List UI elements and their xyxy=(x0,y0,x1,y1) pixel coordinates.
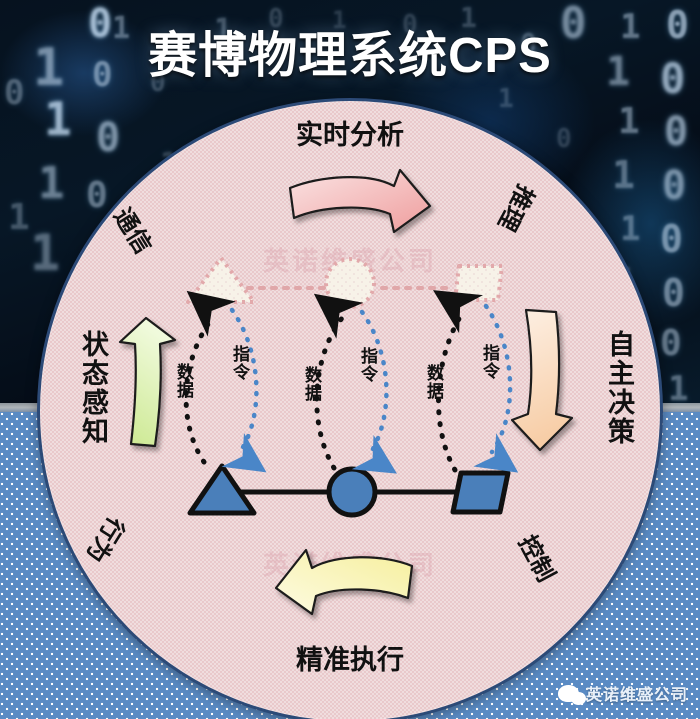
edge-label-data-2: 数据 xyxy=(302,366,321,402)
edge-label-command-3: 指令 xyxy=(480,344,499,380)
edge-label-command-1: 指令 xyxy=(230,345,249,381)
arrow-precise-execution xyxy=(274,548,414,616)
arrow-real-time-analysis xyxy=(288,168,432,234)
edge-label-data-1: 数据 xyxy=(174,363,193,399)
cyber-shape-circle xyxy=(324,257,376,309)
label-state-sensing: 状态感知 xyxy=(78,330,108,446)
physical-shape-circle xyxy=(326,466,378,518)
arrow-state-sensing xyxy=(118,316,177,448)
physical-shape-parallelogram xyxy=(450,470,511,515)
cyber-shape-triangle xyxy=(186,256,256,304)
physical-shape-triangle xyxy=(187,463,257,516)
label-autonomous-decision: 自主决策 xyxy=(604,330,634,446)
cyber-shape-parallelogram xyxy=(453,264,504,302)
command-arrows xyxy=(221,303,519,474)
watermark: 英诺维盛公司 xyxy=(557,681,688,705)
label-precise-execution: 精准执行 xyxy=(296,645,404,675)
arrow-autonomous-decision xyxy=(510,308,574,452)
page-title: 赛博物理系统CPS xyxy=(148,29,552,83)
edge-label-command-2: 指令 xyxy=(358,347,377,383)
wechat-icon xyxy=(557,684,586,705)
label-real-time-analysis: 实时分析 xyxy=(296,120,404,150)
watermark-text: 英诺维盛公司 xyxy=(585,687,688,704)
edge-label-data-3: 数据 xyxy=(424,364,443,400)
data-arrows xyxy=(183,290,484,473)
